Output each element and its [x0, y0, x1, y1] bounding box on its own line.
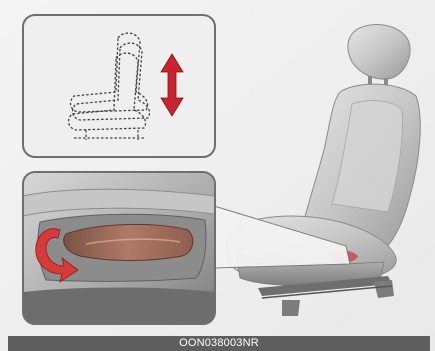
zoom-lower-trim [23, 288, 215, 325]
hand-pulling-lever-icon [64, 224, 193, 260]
figure-code-caption: OON038003NR [8, 336, 430, 351]
seat-height-adjust-icon [23, 15, 215, 157]
seat-rail-foot [282, 300, 300, 316]
lever-zoom-inset [23, 172, 215, 324]
figure-code-text: OON038003NR [179, 337, 259, 349]
